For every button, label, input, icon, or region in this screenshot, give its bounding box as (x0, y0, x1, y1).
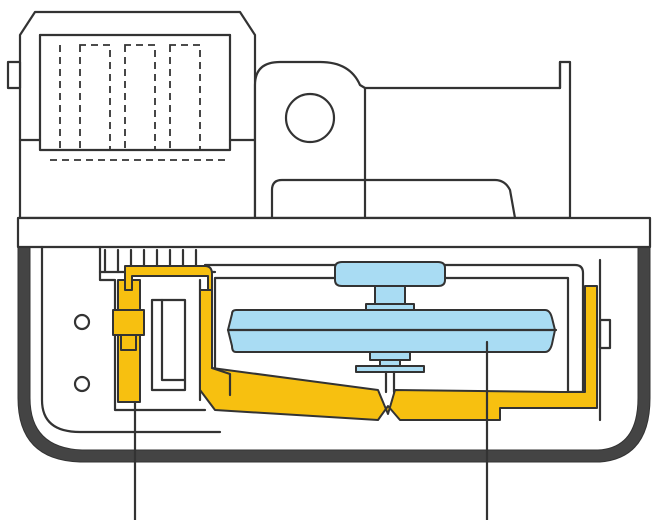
blue-diaphragm (226, 261, 558, 394)
screw-hole-bottom (73, 375, 91, 393)
lower-interior (40, 245, 612, 434)
leader-lines (133, 340, 489, 520)
mount-hole (284, 92, 336, 144)
screw-hole-top (73, 313, 91, 331)
upper-housing (6, 10, 652, 249)
dashed-coils (50, 44, 225, 161)
yellow-bracket (112, 265, 598, 421)
